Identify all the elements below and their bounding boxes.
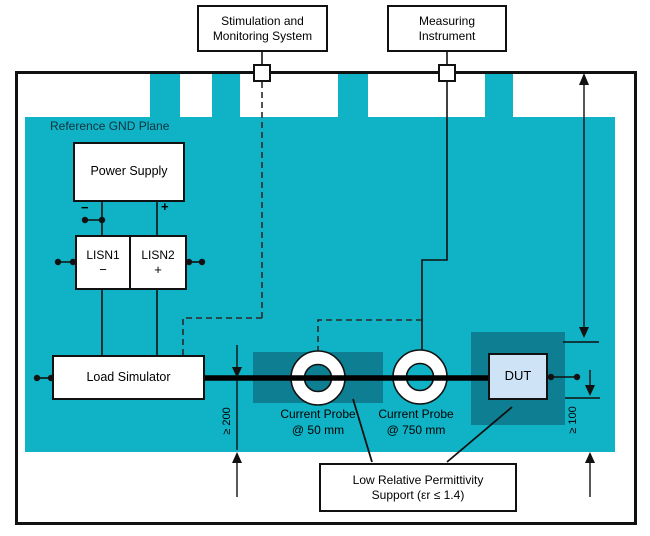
lisn1-side-tap [54,258,77,266]
probe-750mm-caption: Current Probe @ 750 mm [354,407,478,438]
lisn2-box: LISN2 + [129,235,187,290]
dashed-branch-probe-50 [317,319,421,352]
enclosure-outline [15,71,637,525]
power-supply-label: Power Supply [90,164,168,179]
dimension-top-to-dut [563,73,599,343]
probe-50mm-caption-line1: Current Probe [280,407,356,421]
ground-strap-3 [338,72,368,118]
support-callout-line1: Low Relative Permittivity [352,472,484,487]
stimulation-monitoring-box: Stimulation and Monitoring System [197,5,328,52]
minus-terminal-label: − [81,200,89,215]
dut-box: DUT [488,353,548,400]
dimension-100-label: ≥ 100 [567,406,579,434]
stimulation-dashed-links [182,82,421,355]
dut-label: DUT [504,368,532,384]
leader-to-dut-support [446,406,513,463]
dimension-200 [232,345,242,497]
probe-750mm-caption-line1: Current Probe [378,407,454,421]
dimension-100 [565,370,600,497]
ground-strap-4 [485,72,513,118]
lisn2-label: LISN2 [141,248,175,263]
probe-50mm-caption-line2: @ 50 mm [291,422,345,437]
stimulation-label-line2: Monitoring System [212,28,313,43]
lisn1-polarity: − [99,262,107,278]
power-supply-box: Power Supply [73,142,185,202]
leader-to-probe-support [352,398,373,463]
feedthrough-connector-stimulation [253,64,271,82]
lisn2-polarity: + [154,262,162,278]
supply-tap-point [81,216,106,224]
support-callout-line2: Support (εr ≤ 1.4) [371,487,465,502]
measuring-instrument-box: Measuring Instrument [387,5,507,52]
measuring-label-line2: Instrument [418,28,476,43]
plus-terminal-label: + [161,199,169,214]
probe-50mm-caption: Current Probe @ 50 mm [256,407,380,438]
stimulation-label-line1: Stimulation and [221,13,304,28]
support-callout-box: Low Relative Permittivity Support (εr ≤ … [319,463,517,512]
probe-750mm-caption-line2: @ 750 mm [386,422,446,437]
lisn1-label: LISN1 [86,248,120,263]
lisn2-side-tap [185,258,206,266]
dut-side-tap [547,373,581,381]
feedthrough-connector-measuring [438,64,456,82]
ground-strap-2 [212,72,240,118]
measuring-label-line1: Measuring [418,13,476,28]
load-simulator-box: Load Simulator [52,355,205,400]
dimension-200-label: ≥ 200 [221,407,233,435]
ground-strap-1 [150,72,180,118]
lisn1-box: LISN1 − [75,235,131,290]
load-simulator-label: Load Simulator [86,369,171,384]
ground-plane-label: Reference GND Plane [50,119,170,133]
measuring-line-to-probe [421,82,448,352]
dashed-branch-load-simulator [182,317,262,355]
